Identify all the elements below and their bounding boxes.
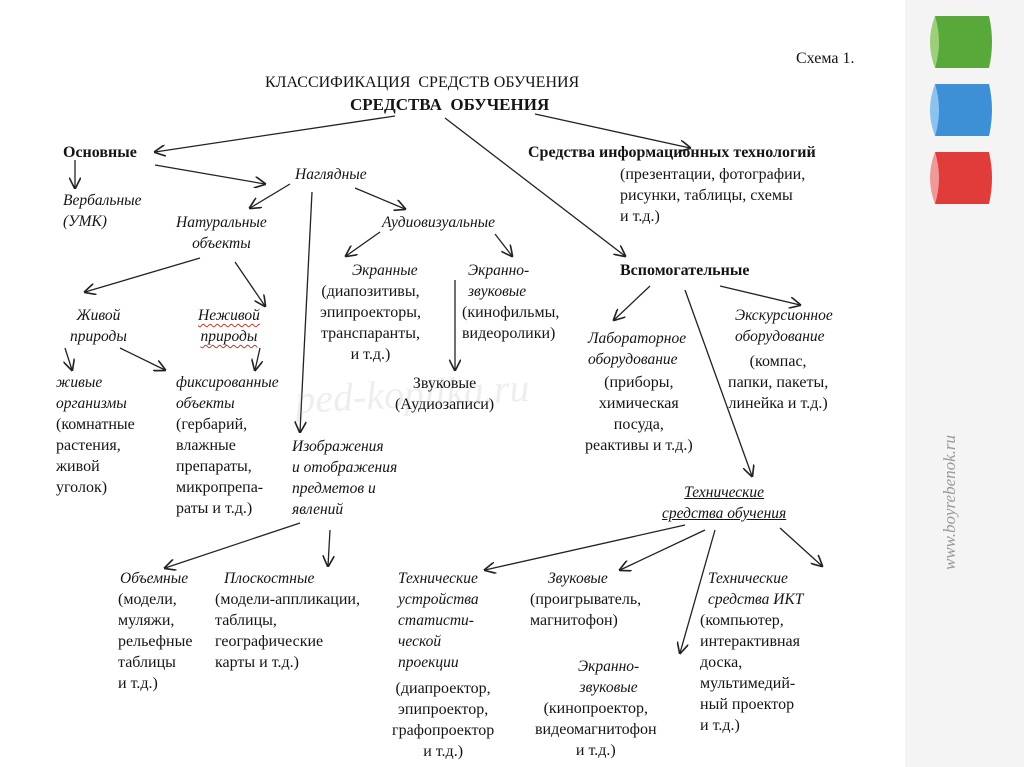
node-flat-list: (модели-аппликации, таблицы, географичес… — [215, 591, 360, 671]
node-screen-sound-devices: Экранно- звуковые — [578, 658, 640, 696]
node-lab: Лабораторное оборудование — [588, 330, 687, 368]
node-flat: Плоскостные — [224, 570, 315, 587]
node-excursion: Экскурсионное оборудование — [735, 307, 833, 345]
node-audiovisual: Аудиовизуальные — [382, 214, 496, 231]
node-screen: Экранные — [352, 262, 418, 279]
node-excursion-list: (компас, папки, пакеты, линейка и т.д.) — [728, 353, 829, 412]
node-sound: Звуковые (Аудиозаписи) — [395, 375, 495, 413]
node-sound-devices-list: (проигрыватель, магнитофон) — [530, 591, 642, 629]
node-lab-list: (приборы, химическая посуда, реактивы и … — [585, 374, 693, 454]
node-fixed-objects-list: (гербарий, влажные препараты, микропрепа… — [176, 416, 264, 517]
node-images: Изображения и отображения предметов и яв… — [292, 438, 398, 518]
ribbon-red-icon — [930, 152, 992, 204]
node-screen-sound-devices-list: (кинопроектор, видеомагнитофон и т.д.) — [535, 700, 657, 759]
node-basic: Основные — [63, 144, 137, 161]
node-volume-list: (модели, муляжи, рельефные таблицы и т.д… — [118, 591, 193, 692]
root-node: СРЕДСТВА ОБУЧЕНИЯ — [350, 95, 550, 114]
node-sound-devices: Звуковые — [548, 570, 608, 587]
node-nonlive-nature: Неживой природы — [198, 307, 260, 345]
diagram-sheet — [0, 0, 905, 767]
node-volume: Объемные — [120, 570, 189, 587]
site-watermark: www.boyrebenok.ru — [940, 434, 959, 570]
node-static-projection-list: (диапроектор, эпипроектор, графопроектор… — [392, 680, 495, 760]
node-ict-devices: Технические средства ИКТ — [708, 570, 804, 608]
decorative-sidebar — [905, 0, 1024, 767]
node-visual: Наглядные — [295, 166, 367, 183]
node-auxiliary: Вспомогательные — [620, 262, 750, 279]
node-static-projection: Технические устройства статисти- ческой … — [398, 570, 479, 671]
node-ict-devices-list: (компьютер, интерактивная доска, мультим… — [700, 612, 801, 734]
scheme-label: Схема 1. — [796, 50, 855, 67]
node-live-nature: Живой природы — [70, 307, 127, 345]
node-fixed-objects: фиксированные объекты — [176, 374, 279, 412]
node-natural-objects: Натуральные объекты — [176, 214, 267, 252]
ribbon-blue-icon — [930, 84, 992, 136]
connector-arrows — [0, 113, 905, 767]
node-tech: Технические средства обучения — [662, 484, 787, 522]
diagram-title: КЛАССИФИКАЦИЯ СРЕДСТВ ОБУЧЕНИЯ — [265, 74, 580, 91]
node-live-organisms: живые организмы — [56, 374, 127, 412]
node-ict-list: (презентации, фотографии, рисунки, табли… — [620, 166, 806, 225]
node-ict: Средства информационных технологий — [528, 144, 816, 161]
node-live-organisms-list: (комнатные растения, живой уголок) — [56, 416, 135, 496]
node-screen-sound-list: (кинофильмы, видеоролики) — [462, 304, 560, 342]
ribbon-green-icon — [930, 16, 992, 68]
node-screen-sound: Экранно- звуковые — [468, 262, 530, 300]
node-verbal: Вербальные (УМК) — [63, 192, 142, 230]
node-screen-list: (диапозитивы, эпипроекторы, транспаранты… — [320, 283, 421, 363]
